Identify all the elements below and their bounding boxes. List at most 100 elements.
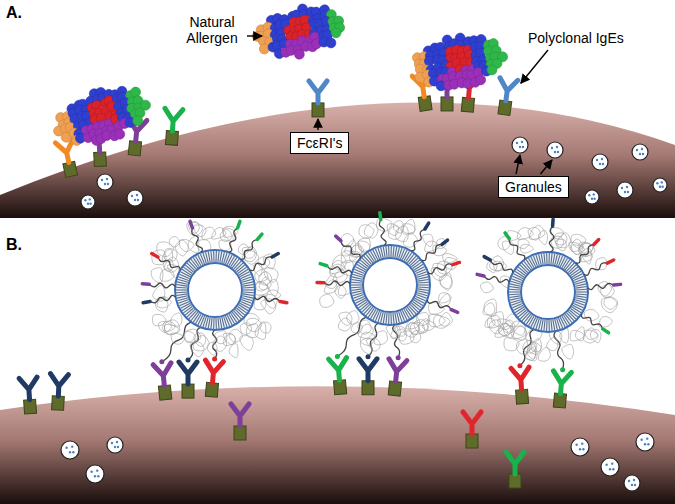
hapten-tip bbox=[551, 219, 555, 226]
ige-y-shape bbox=[506, 452, 524, 474]
peg-tether bbox=[411, 229, 425, 251]
granule bbox=[127, 190, 143, 206]
lipid bbox=[576, 293, 587, 295]
lipid bbox=[243, 291, 254, 293]
lipid bbox=[393, 313, 394, 324]
leader-lines bbox=[247, 36, 552, 174]
ige-y-shape bbox=[179, 362, 197, 384]
peg-corona bbox=[157, 242, 174, 257]
lipid bbox=[395, 247, 397, 258]
peg-corona bbox=[529, 225, 544, 239]
lipid bbox=[198, 315, 203, 325]
hapten-tip bbox=[396, 355, 401, 360]
ige-antibody bbox=[179, 362, 197, 398]
peg-tether bbox=[254, 296, 280, 301]
granule-content bbox=[631, 484, 633, 486]
peg-corona bbox=[320, 294, 334, 307]
label-box: Granules bbox=[498, 176, 569, 198]
cell-surface bbox=[0, 103, 675, 218]
lipid bbox=[220, 318, 222, 329]
lipid bbox=[416, 296, 426, 300]
lipid bbox=[541, 320, 543, 331]
lipid bbox=[354, 269, 364, 273]
hapten-tip bbox=[320, 264, 327, 266]
liposome-core bbox=[363, 258, 417, 312]
peg-corona bbox=[403, 219, 415, 234]
lipid bbox=[181, 303, 191, 308]
peg-corona bbox=[246, 324, 258, 338]
lipid bbox=[243, 289, 254, 290]
granule-vesicle bbox=[592, 154, 608, 170]
ige-antibody bbox=[162, 108, 182, 145]
leader-arrow bbox=[521, 50, 548, 83]
peg-corona bbox=[403, 233, 417, 248]
peg-corona bbox=[443, 254, 458, 263]
lipid bbox=[227, 255, 232, 265]
granule bbox=[547, 142, 563, 158]
lipid bbox=[395, 313, 397, 324]
peg-corona bbox=[480, 282, 493, 293]
lipid bbox=[240, 272, 250, 277]
lipid bbox=[553, 320, 555, 331]
granule-content bbox=[582, 448, 584, 450]
ige-antibody bbox=[511, 367, 531, 404]
granule-content bbox=[579, 448, 581, 450]
peg-corona bbox=[584, 309, 599, 321]
peg-corona bbox=[419, 319, 429, 333]
granule-content bbox=[641, 148, 643, 150]
peg-corona bbox=[439, 294, 451, 307]
granule-content bbox=[599, 163, 601, 165]
ige-antibody bbox=[202, 360, 223, 397]
granule-content bbox=[640, 439, 642, 441]
protein-atom bbox=[475, 74, 487, 86]
lipid bbox=[576, 287, 587, 289]
lipid bbox=[418, 284, 429, 285]
granule-vesicle bbox=[601, 458, 619, 476]
peg-tether bbox=[158, 257, 181, 270]
lipid bbox=[218, 251, 219, 262]
hapten-tip bbox=[238, 221, 240, 228]
granule-vesicle bbox=[624, 475, 640, 491]
granule bbox=[636, 433, 654, 451]
lipid bbox=[390, 313, 391, 324]
label-text: B. bbox=[6, 236, 22, 253]
text-label: A. bbox=[6, 4, 22, 22]
granule-content bbox=[97, 475, 99, 477]
lipid bbox=[509, 287, 520, 289]
granule bbox=[107, 437, 123, 453]
granule-content bbox=[107, 183, 109, 185]
peg-tether bbox=[149, 283, 175, 288]
lipid bbox=[206, 252, 209, 263]
peg-corona bbox=[330, 264, 346, 277]
granule-content bbox=[87, 203, 89, 205]
peg-corona bbox=[555, 233, 567, 245]
hapten-tip bbox=[453, 262, 460, 264]
hapten-tip bbox=[442, 240, 448, 244]
granule bbox=[617, 182, 633, 198]
peg-tether bbox=[192, 228, 203, 252]
bilayer-fill bbox=[508, 252, 588, 332]
granule-vesicle bbox=[617, 182, 633, 198]
granule-content bbox=[65, 447, 67, 449]
ige-y-shape bbox=[511, 367, 530, 390]
peg-corona bbox=[557, 233, 571, 248]
granule-vesicle bbox=[632, 144, 648, 160]
lipid bbox=[510, 298, 521, 300]
hapten-tip bbox=[152, 254, 158, 258]
granule-content bbox=[661, 186, 663, 188]
peg-tether bbox=[427, 300, 451, 310]
bilayer-outer bbox=[175, 250, 255, 330]
lipid bbox=[211, 318, 212, 329]
peg-corona bbox=[335, 285, 346, 298]
lipid bbox=[551, 320, 552, 331]
granule-vesicle bbox=[547, 142, 563, 158]
peg-corona bbox=[583, 328, 598, 343]
granule-content bbox=[633, 479, 635, 481]
ige-antibody bbox=[385, 359, 407, 397]
peg-corona bbox=[207, 342, 217, 355]
granule-content bbox=[612, 468, 614, 470]
granule-content bbox=[131, 195, 133, 197]
bilayer-fill bbox=[350, 245, 430, 325]
granule-content bbox=[646, 437, 648, 439]
